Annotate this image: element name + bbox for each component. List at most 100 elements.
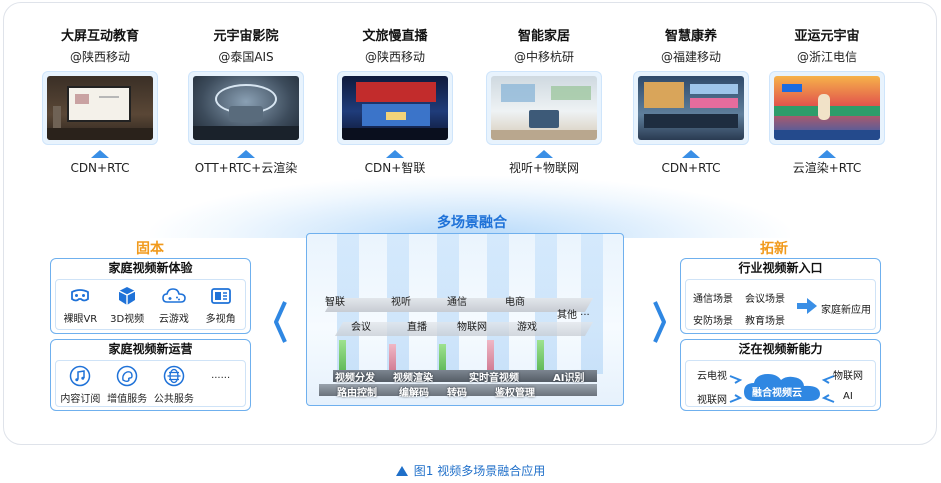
light-beam xyxy=(581,234,603,374)
scene-item: 安防场景 xyxy=(693,316,733,327)
right-heading: 拓新 xyxy=(760,241,788,257)
cloud-core-label: 融合视频云 xyxy=(752,388,802,399)
capability-label: 视频渲染 xyxy=(393,373,433,384)
feature-label: 云游戏 xyxy=(158,314,189,325)
arrow-up-icon xyxy=(818,150,836,158)
case-org: @浙江电信 xyxy=(796,50,857,64)
box-title: 行业视频新入口 xyxy=(738,261,823,275)
case-org: @泰国AIS xyxy=(218,50,274,64)
case-thumbnail xyxy=(487,72,601,144)
pillar xyxy=(389,344,396,372)
scene-item: 会议场景 xyxy=(745,294,785,305)
palette-icon xyxy=(116,365,138,387)
case-org: @中移杭研 xyxy=(513,50,574,64)
chevron-left-icon xyxy=(274,301,287,343)
case-title: 大屏互动教育 xyxy=(60,29,139,44)
box-inner xyxy=(685,279,876,330)
case-thumbnail xyxy=(338,72,452,144)
case-title: 亚运元宇宙 xyxy=(794,29,860,44)
scene-label: 智联 xyxy=(325,297,345,308)
capability-label: 编解码 xyxy=(399,388,429,399)
case-thumbnail xyxy=(189,72,303,144)
pillar xyxy=(439,344,446,372)
case-tech: CDN+RTC xyxy=(661,161,721,175)
case-tech: CDN+RTC xyxy=(70,161,130,175)
case-card: 智能家居 @中移杭研 视听+物联网 xyxy=(482,28,606,176)
capability-node: 视联网 xyxy=(697,395,727,406)
capability-label: 视频分发 xyxy=(335,373,375,384)
pillar xyxy=(339,340,346,372)
vr-headset-icon xyxy=(71,289,90,302)
more-ellipsis: ······ xyxy=(211,373,231,384)
case-card: 大屏互动教育 @陕西移动 CDN+RTC xyxy=(38,28,162,176)
target-label: 家庭新应用 xyxy=(821,305,871,316)
feature-3d: 3D视频 xyxy=(104,285,151,325)
case-tech: 视听+物联网 xyxy=(508,161,580,175)
center-title: 多场景融合 xyxy=(437,215,507,231)
scene-label: 游戏 xyxy=(517,322,537,333)
scene-label: 视听 xyxy=(391,297,411,308)
feature-label: 3D视频 xyxy=(110,314,145,325)
case-title: 元宇宙影院 xyxy=(213,29,279,44)
feature-multiview: 多视角 xyxy=(197,285,244,325)
fusion-panel: 智联 视听 通信 电商 会议 直播 物联网 游戏 其他 ··· 视频分发 视频渲… xyxy=(306,233,624,406)
service-label: 增值服务 xyxy=(107,394,148,405)
capability-label: 鉴权管理 xyxy=(495,388,535,399)
box-title: 泛在视频新能力 xyxy=(738,342,823,356)
capability-label: 转码 xyxy=(447,388,467,399)
scene-item: 教育场景 xyxy=(745,316,785,327)
arrow-up-icon xyxy=(91,150,109,158)
case-org: @福建移动 xyxy=(660,50,721,64)
feature-cloud-game: 云游戏 xyxy=(151,285,198,325)
arrow-up-icon xyxy=(237,150,255,158)
arrow-in-icon xyxy=(729,375,743,384)
home-experience-box: 家庭视频新体验 裸眼VR 3D视频 云游戏 xyxy=(50,258,251,334)
case-card: 元宇宙影院 @泰国AIS OTT+RTC+云渲染 xyxy=(184,28,308,176)
globe-icon xyxy=(163,365,185,387)
arrow-up-icon xyxy=(386,150,404,158)
case-title: 智慧康养 xyxy=(664,29,717,44)
home-operation-box: 家庭视频新运营 内容订阅 增值服务 公共服务 xyxy=(50,339,251,411)
box-title: 家庭视频新体验 xyxy=(108,261,193,275)
scene-label: 其他 ··· xyxy=(557,310,590,321)
box-inner xyxy=(55,360,246,407)
left-heading: 固本 xyxy=(136,241,164,257)
case-thumbnail xyxy=(770,72,884,144)
arrow-up-icon xyxy=(535,150,553,158)
arrow-in-icon xyxy=(821,394,835,403)
triangle-icon xyxy=(395,466,408,476)
case-tech: 云渲染+RTC xyxy=(792,161,862,175)
cloud-icon xyxy=(744,374,820,401)
capability-node: 云电视 xyxy=(697,371,727,382)
capability-node: 物联网 xyxy=(833,371,863,382)
arrow-in-icon xyxy=(729,394,743,403)
capability-label: 实时音视频 xyxy=(469,373,519,384)
case-thumbnail xyxy=(43,72,157,144)
case-card: 文旅慢直播 @陕西移动 CDN+智联 xyxy=(333,28,457,176)
feature-vr: 裸眼VR xyxy=(57,285,104,325)
pillar xyxy=(537,340,544,372)
service-label: 内容订阅 xyxy=(60,394,101,405)
convergence-glow xyxy=(150,176,790,238)
multi-view-icon xyxy=(210,288,231,304)
capability-node: AI xyxy=(843,391,853,402)
scene-label: 物联网 xyxy=(457,322,487,333)
arrow-right-icon xyxy=(797,298,817,314)
case-thumbnail xyxy=(634,72,748,144)
base-slab xyxy=(333,370,597,382)
music-note-icon xyxy=(70,365,91,387)
arrow-in-icon xyxy=(821,375,835,384)
case-card: 智慧康养 @福建移动 CDN+RTC xyxy=(629,28,753,176)
pillar xyxy=(487,340,494,372)
chevron-right-icon xyxy=(653,301,666,343)
case-title: 智能家居 xyxy=(517,29,570,44)
case-org: @陕西移动 xyxy=(69,50,130,64)
ubiquitous-capability-box: 泛在视频新能力 融合视频云 云电视 物联网 视联网 AI xyxy=(680,339,881,411)
scene-label: 直播 xyxy=(407,322,427,333)
scene-label: 会议 xyxy=(351,322,371,333)
service-more: ······ xyxy=(197,365,244,405)
cloud-gamepad-icon xyxy=(162,288,186,303)
box-title: 家庭视频新运营 xyxy=(108,342,193,356)
box-inner xyxy=(685,360,876,407)
scene-label: 通信 xyxy=(447,297,467,308)
